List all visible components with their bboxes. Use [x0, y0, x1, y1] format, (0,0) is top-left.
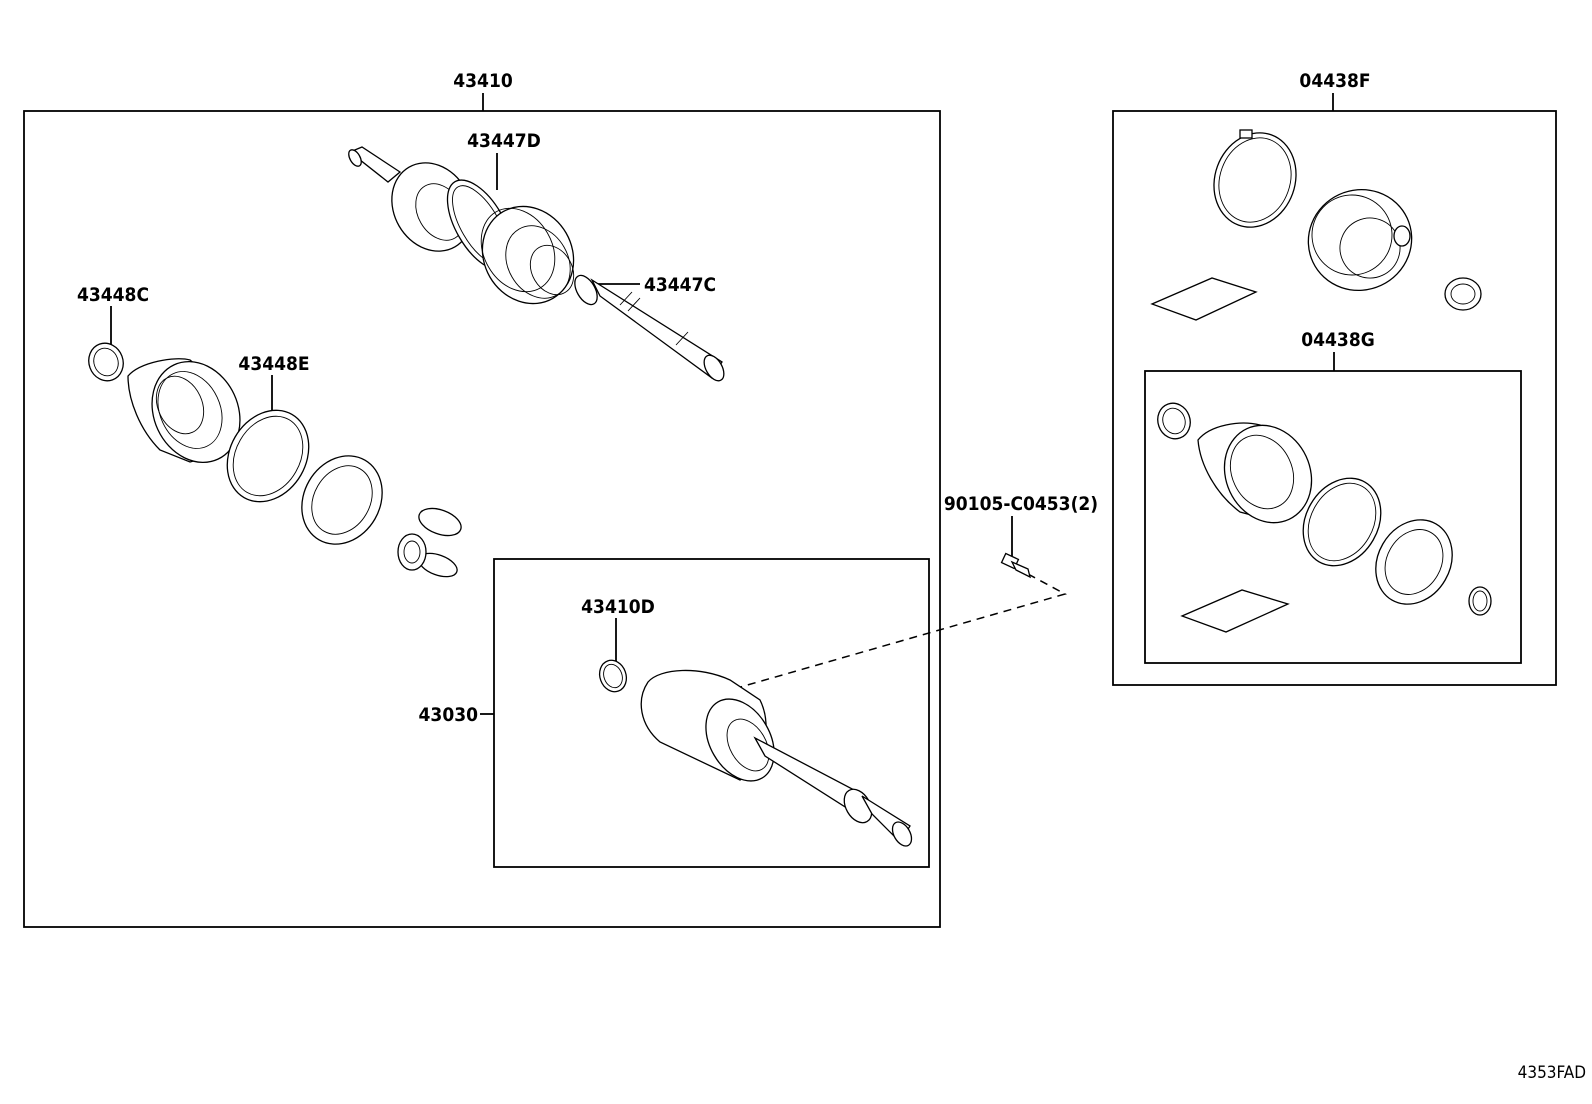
clamp-43448C	[88, 342, 124, 382]
snap-ring-43410D	[598, 659, 628, 693]
tripod-ring	[301, 455, 383, 545]
callout-04438G: 04438G	[1301, 329, 1375, 351]
kit-G-large-band	[1302, 477, 1382, 567]
assembly-frame	[23, 110, 941, 928]
inboard-joint-housing	[640, 669, 913, 847]
kit-G-boot	[1197, 422, 1313, 524]
drive-shaft-outer-joint	[348, 146, 725, 382]
kit-F-grease	[1150, 277, 1258, 321]
callout-43410D: 43410D	[581, 596, 655, 618]
callout-43410: 43410	[453, 70, 513, 92]
kit-F-small-clamp	[1444, 277, 1482, 311]
kit-G-grease	[1180, 589, 1290, 633]
kit-G-small-clamp	[1157, 402, 1191, 440]
callout-43447C: 43447C	[644, 274, 716, 296]
callout-04438F: 04438F	[1299, 70, 1370, 92]
boot-kit-inner-frame	[1144, 370, 1522, 664]
inboard-joint-frame	[493, 558, 930, 868]
callout-43448C: 43448C	[77, 284, 149, 306]
clamp-43448E	[226, 409, 310, 503]
callout-bolt: 90105-C0453(2)	[944, 493, 1098, 515]
inner-boot	[127, 358, 241, 464]
callout-43447D: 43447D	[467, 130, 541, 152]
tripod-spider	[397, 507, 462, 578]
bolt-relation-line	[729, 573, 1067, 691]
boot-kit-outer-frame	[1112, 110, 1557, 686]
callout-43030: 43030	[419, 704, 479, 726]
callout-43448E: 43448E	[238, 353, 309, 375]
bolt-90105	[1000, 552, 1031, 579]
diagram-code: 4353FAD	[1518, 1063, 1586, 1083]
kit-F-boot	[1307, 188, 1413, 292]
kit-G-ring	[1375, 519, 1453, 605]
kit-F-large-band	[1213, 129, 1297, 228]
kit-G-snap-ring	[1468, 586, 1492, 616]
